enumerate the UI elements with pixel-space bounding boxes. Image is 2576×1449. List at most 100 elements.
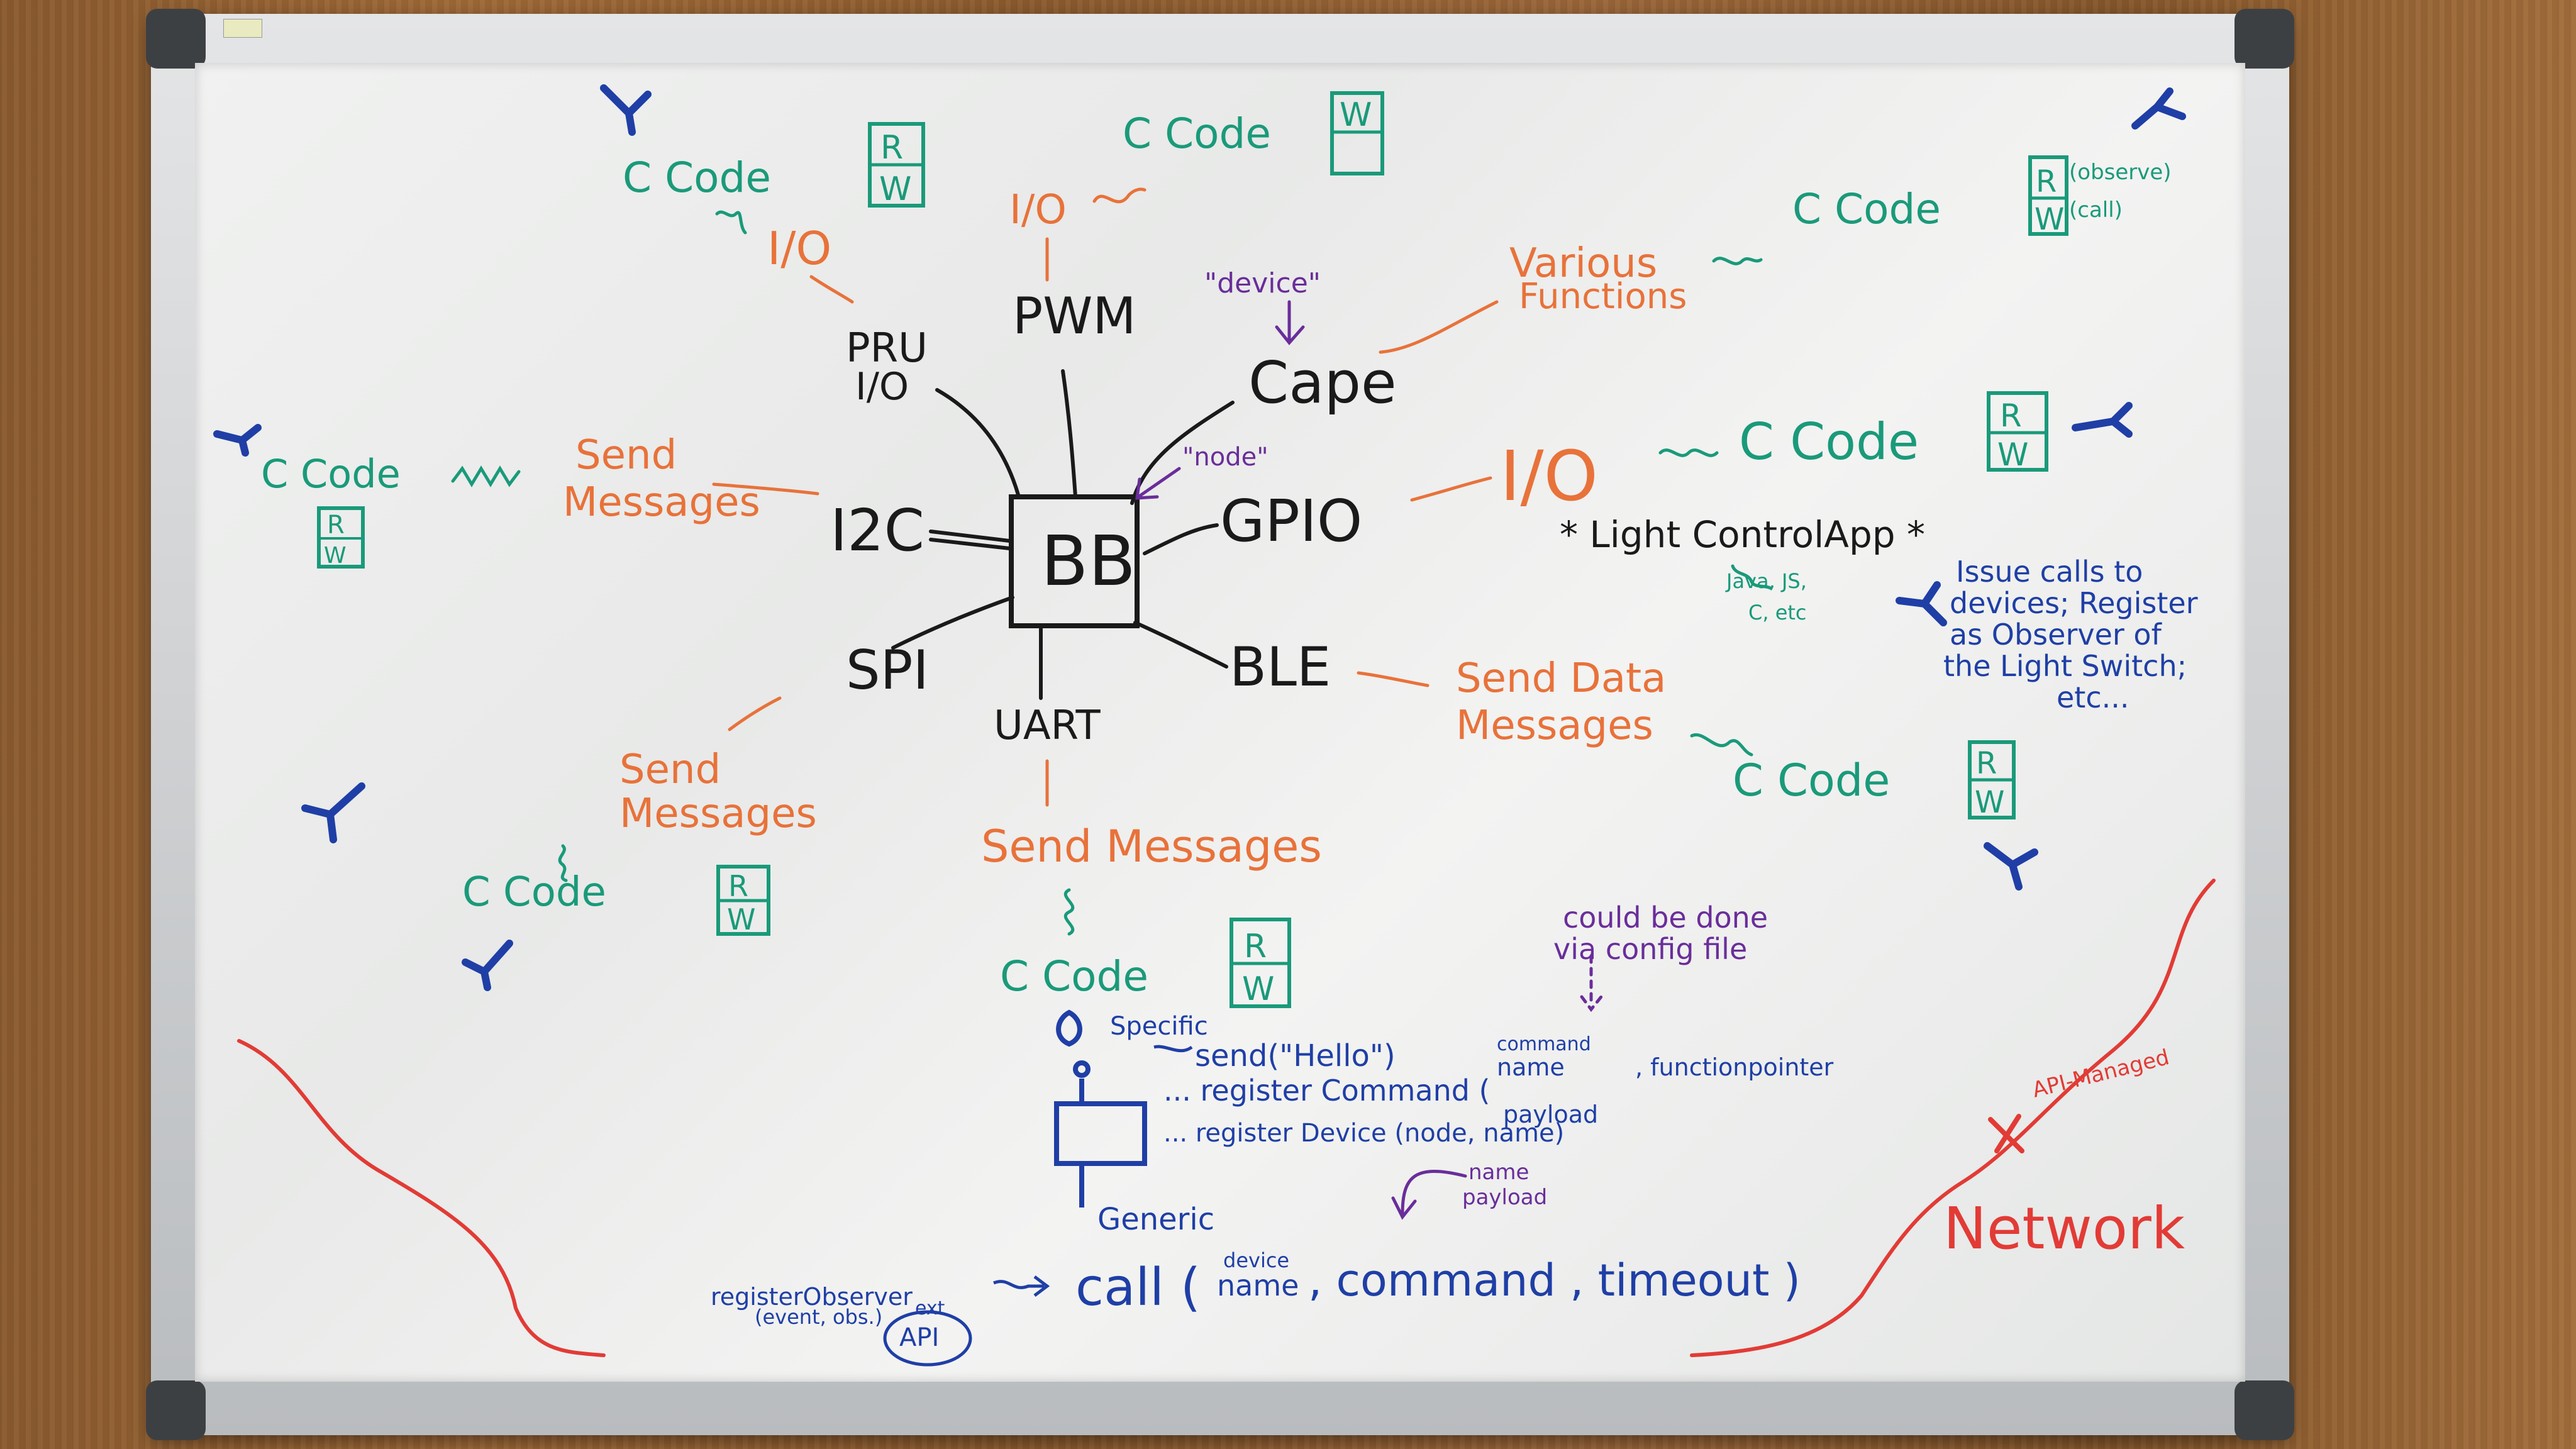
send-label: Send bbox=[575, 432, 677, 479]
rw-w-label: W bbox=[727, 902, 755, 936]
c-code-label: C Code bbox=[261, 451, 401, 497]
issue-note: the Light Switch; bbox=[1943, 649, 2187, 683]
languages-label: C, etc bbox=[1748, 601, 1807, 625]
plug-icon bbox=[301, 782, 365, 843]
messages-label: Messages bbox=[563, 479, 760, 526]
rw-box: R W bbox=[716, 865, 770, 936]
rw-r-label: R bbox=[2036, 164, 2057, 199]
whiteboard-frame bbox=[146, 9, 2294, 1440]
rw-w-label: W bbox=[1340, 96, 1372, 134]
rw-r-label: R bbox=[327, 511, 345, 540]
red-labels: Network API-Managed bbox=[1943, 1045, 2185, 1262]
plug-icon bbox=[2131, 87, 2186, 130]
c-code-label: C Code bbox=[1123, 109, 1271, 158]
c-code-labels: C Code C Code C Code C Code C Code C Cod… bbox=[261, 109, 1941, 1001]
device-label: "device" bbox=[1204, 267, 1321, 299]
rw-w-label: W bbox=[324, 543, 347, 569]
purple-arrows bbox=[1135, 300, 1603, 1220]
bb-box bbox=[1009, 494, 1140, 628]
rw-w-label: W bbox=[2035, 202, 2064, 237]
call-annotation: name payload bbox=[1462, 1160, 1547, 1210]
rw-boxes: R W W R W (observe) (call) R W R W bbox=[317, 91, 2172, 1008]
languages-label: Java, JS, bbox=[1725, 569, 1807, 593]
generic-label: Generic bbox=[1097, 1202, 1214, 1237]
payload-small-label: payload bbox=[1462, 1185, 1547, 1210]
rw-box: R W bbox=[317, 506, 365, 569]
send-hello-call: send("Hello") bbox=[1195, 1038, 1396, 1074]
send-label: Send bbox=[619, 747, 721, 793]
rw-box: R W bbox=[1968, 740, 2016, 820]
network-label: Network bbox=[1943, 1195, 2185, 1262]
node-uart: UART bbox=[994, 702, 1101, 749]
plug-icon bbox=[213, 424, 262, 457]
io-label: I/O bbox=[1009, 187, 1067, 233]
ext-label: ext bbox=[915, 1297, 945, 1319]
command-name-label: command bbox=[1497, 1033, 1591, 1055]
c-code-label: C Code bbox=[1792, 185, 1941, 233]
config-note: via config file bbox=[1553, 932, 1747, 966]
rw-box: R W bbox=[868, 122, 925, 208]
various-label: Various bbox=[1509, 240, 1657, 287]
call-label: (call) bbox=[2069, 197, 2123, 223]
orange-labels: I/O I/O Various Functions Send Messages … bbox=[563, 187, 1687, 872]
observe-label: (observe) bbox=[2069, 160, 2172, 185]
node-pru-io: I/O bbox=[855, 365, 909, 409]
api-managed-label: API-Managed bbox=[2030, 1045, 2172, 1103]
api-label: API bbox=[899, 1323, 939, 1352]
plug-icon bbox=[1984, 842, 2038, 891]
squiggle-connectors bbox=[451, 187, 1772, 936]
rw-r-label: R bbox=[2000, 397, 2022, 434]
payload-label: payload bbox=[1503, 1101, 1598, 1128]
issue-note: as Observer of bbox=[1950, 618, 2163, 652]
rw-w-label: W bbox=[879, 170, 911, 208]
hub-connectors bbox=[891, 369, 1235, 700]
node-spi: SPI bbox=[846, 639, 929, 702]
cross-mark bbox=[1988, 1114, 2024, 1153]
send-data-label: Send Data bbox=[1456, 655, 1666, 702]
frame-sticker bbox=[223, 19, 262, 38]
frame-corner-top-left bbox=[146, 9, 206, 69]
rw-box: R W bbox=[1230, 918, 1291, 1008]
light-control-app-label: * Light ControlApp * bbox=[1560, 513, 1925, 556]
plug-icon bbox=[600, 84, 652, 136]
rw-r-label: R bbox=[728, 869, 748, 903]
register-device-call: ... register Device (node, name) bbox=[1163, 1119, 1564, 1148]
c-code-label: C Code bbox=[1733, 755, 1890, 806]
node-i2c: I2C bbox=[830, 497, 924, 564]
frame-corner-top-right bbox=[2235, 9, 2294, 69]
send-messages-label: Send Messages bbox=[981, 821, 1322, 872]
call-args: , command , timeout ) bbox=[1308, 1255, 1801, 1306]
command-name-label: name bbox=[1497, 1053, 1565, 1081]
node-labels: BB PRU I/O PWM Cape I2C GPIO SPI UART BL… bbox=[830, 287, 1925, 749]
specific-label: Specific bbox=[1110, 1012, 1208, 1041]
rw-box: R W bbox=[1987, 391, 2048, 473]
device-name-label: name bbox=[1217, 1269, 1299, 1302]
node-gpio: GPIO bbox=[1220, 487, 1362, 555]
messages-label: Messages bbox=[1456, 702, 1653, 749]
orange-connectors bbox=[712, 237, 1499, 807]
issue-note: devices; Register bbox=[1950, 586, 2198, 620]
api-circle bbox=[883, 1310, 972, 1367]
plug-icon bbox=[1896, 581, 1947, 626]
node-cape: Cape bbox=[1248, 349, 1397, 416]
register-observer-label: registerObserver bbox=[711, 1283, 913, 1311]
rw-box: W bbox=[1330, 91, 1384, 175]
node-pru: PRU bbox=[846, 325, 928, 372]
register-command-call: ... register Command ( bbox=[1163, 1074, 1491, 1108]
rw-r-label: R bbox=[880, 129, 903, 167]
rw-w-label: W bbox=[1242, 970, 1274, 1008]
node-pwm: PWM bbox=[1013, 287, 1136, 345]
node-ble: BLE bbox=[1230, 636, 1331, 699]
rw-r-label: R bbox=[1976, 746, 1997, 781]
issue-note: Issue calls to bbox=[1956, 555, 2143, 589]
function-pointer-label: , functionpointer bbox=[1635, 1053, 1834, 1081]
c-code-label: C Code bbox=[462, 869, 606, 916]
frame-corner-bottom-left bbox=[146, 1380, 206, 1440]
rw-w-label: W bbox=[1997, 436, 2028, 473]
messages-label: Messages bbox=[619, 791, 817, 837]
issue-note: etc... bbox=[2057, 680, 2129, 714]
network-boundary bbox=[237, 879, 2216, 1357]
io-label: I/O bbox=[767, 222, 831, 275]
socket-glyphs bbox=[213, 84, 2186, 991]
